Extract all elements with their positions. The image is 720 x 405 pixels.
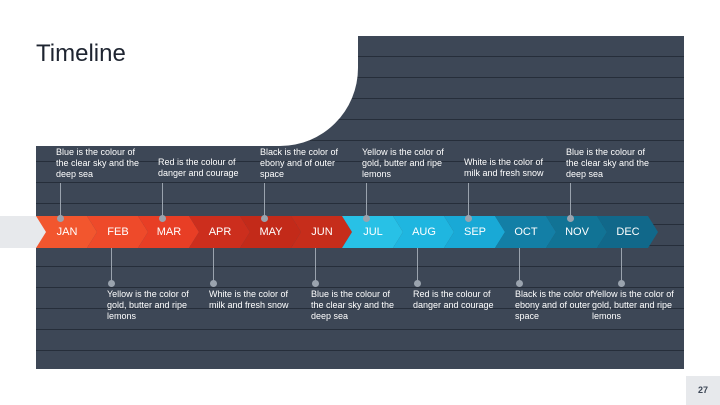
month-note-nov: Blue is the colour of the clear sky and …: [566, 147, 650, 179]
connector-dot: [159, 215, 166, 222]
month-note-sep: White is the color of milk and fresh sno…: [464, 157, 544, 178]
month-note-aug: Red is the colour of danger and courage: [413, 289, 494, 310]
month-label-dec: DEC: [616, 226, 640, 238]
chevron-oct: [495, 216, 556, 248]
title-cutout: [36, 36, 358, 146]
connector-dot: [516, 280, 523, 287]
connector-line: [162, 183, 163, 216]
timeline-start-arrow: [0, 216, 50, 248]
connector-line: [213, 248, 214, 283]
page-number: 27: [686, 376, 720, 405]
connector-line: [621, 248, 622, 283]
month-label-sep: SEP: [463, 226, 486, 238]
month-note-apr: White is the color of milk and fresh sno…: [209, 289, 289, 310]
connector-line: [366, 183, 367, 216]
background-panel: [36, 36, 684, 369]
month-note-jun: Blue is the colour of the clear sky and …: [311, 289, 395, 321]
connector-dot: [108, 280, 115, 287]
connector-line: [264, 183, 265, 216]
timeline-bar: [0, 216, 720, 248]
connector-dot: [57, 215, 64, 222]
connector-line: [60, 183, 61, 216]
month-label-jun: JUN: [311, 226, 333, 238]
connector-line: [570, 183, 571, 216]
connector-line: [111, 248, 112, 283]
chevron-mar: [138, 216, 199, 248]
month-note-jan: Blue is the colour of the clear sky and …: [56, 147, 140, 179]
month-label-aug: AUG: [412, 226, 436, 238]
connector-dot: [618, 280, 625, 287]
connector-dot: [465, 215, 472, 222]
chevron-apr: [189, 216, 250, 248]
chevron-nov: [546, 216, 607, 248]
month-label-feb: FEB: [107, 226, 129, 238]
chevron-sep: [444, 216, 505, 248]
connector-line: [519, 248, 520, 283]
connector-dot: [414, 280, 421, 287]
connector-dot: [363, 215, 370, 222]
chevron-jun: [291, 216, 352, 248]
connector-line: [417, 248, 418, 283]
connector-line: [468, 183, 469, 216]
month-label-nov: NOV: [565, 226, 589, 238]
month-label-jul: JUL: [363, 226, 383, 238]
connector-dot: [312, 280, 319, 287]
chevron-jul: [342, 216, 403, 248]
month-note-feb: Yellow is the color of gold, butter and …: [107, 289, 189, 321]
connector-line: [315, 248, 316, 283]
chevron-may: [240, 216, 301, 248]
timeline-arrows: [0, 216, 658, 248]
month-label-oct: OCT: [514, 226, 538, 238]
month-label-mar: MAR: [156, 226, 182, 238]
connector-dot: [567, 215, 574, 222]
slide-title: Timeline: [36, 40, 126, 67]
month-note-jul: Yellow is the color of gold, butter and …: [362, 147, 444, 179]
month-label-may: MAY: [259, 226, 283, 238]
month-note-mar: Red is the colour of danger and courage: [158, 157, 239, 178]
connector-dot: [210, 280, 217, 287]
chevron-aug: [393, 216, 454, 248]
month-note-may: Black is the color of ebony and of outer…: [260, 147, 339, 179]
month-label-apr: APR: [208, 226, 232, 238]
month-label-jan: JAN: [56, 226, 78, 238]
chevron-dec: [597, 216, 658, 248]
month-note-dec: Yellow is the color of gold, butter and …: [592, 289, 674, 321]
connector-dot: [261, 215, 268, 222]
month-note-oct: Black is the color of ebony and of outer…: [515, 289, 594, 321]
chevron-feb: [87, 216, 148, 248]
chevron-jan: [36, 216, 97, 248]
